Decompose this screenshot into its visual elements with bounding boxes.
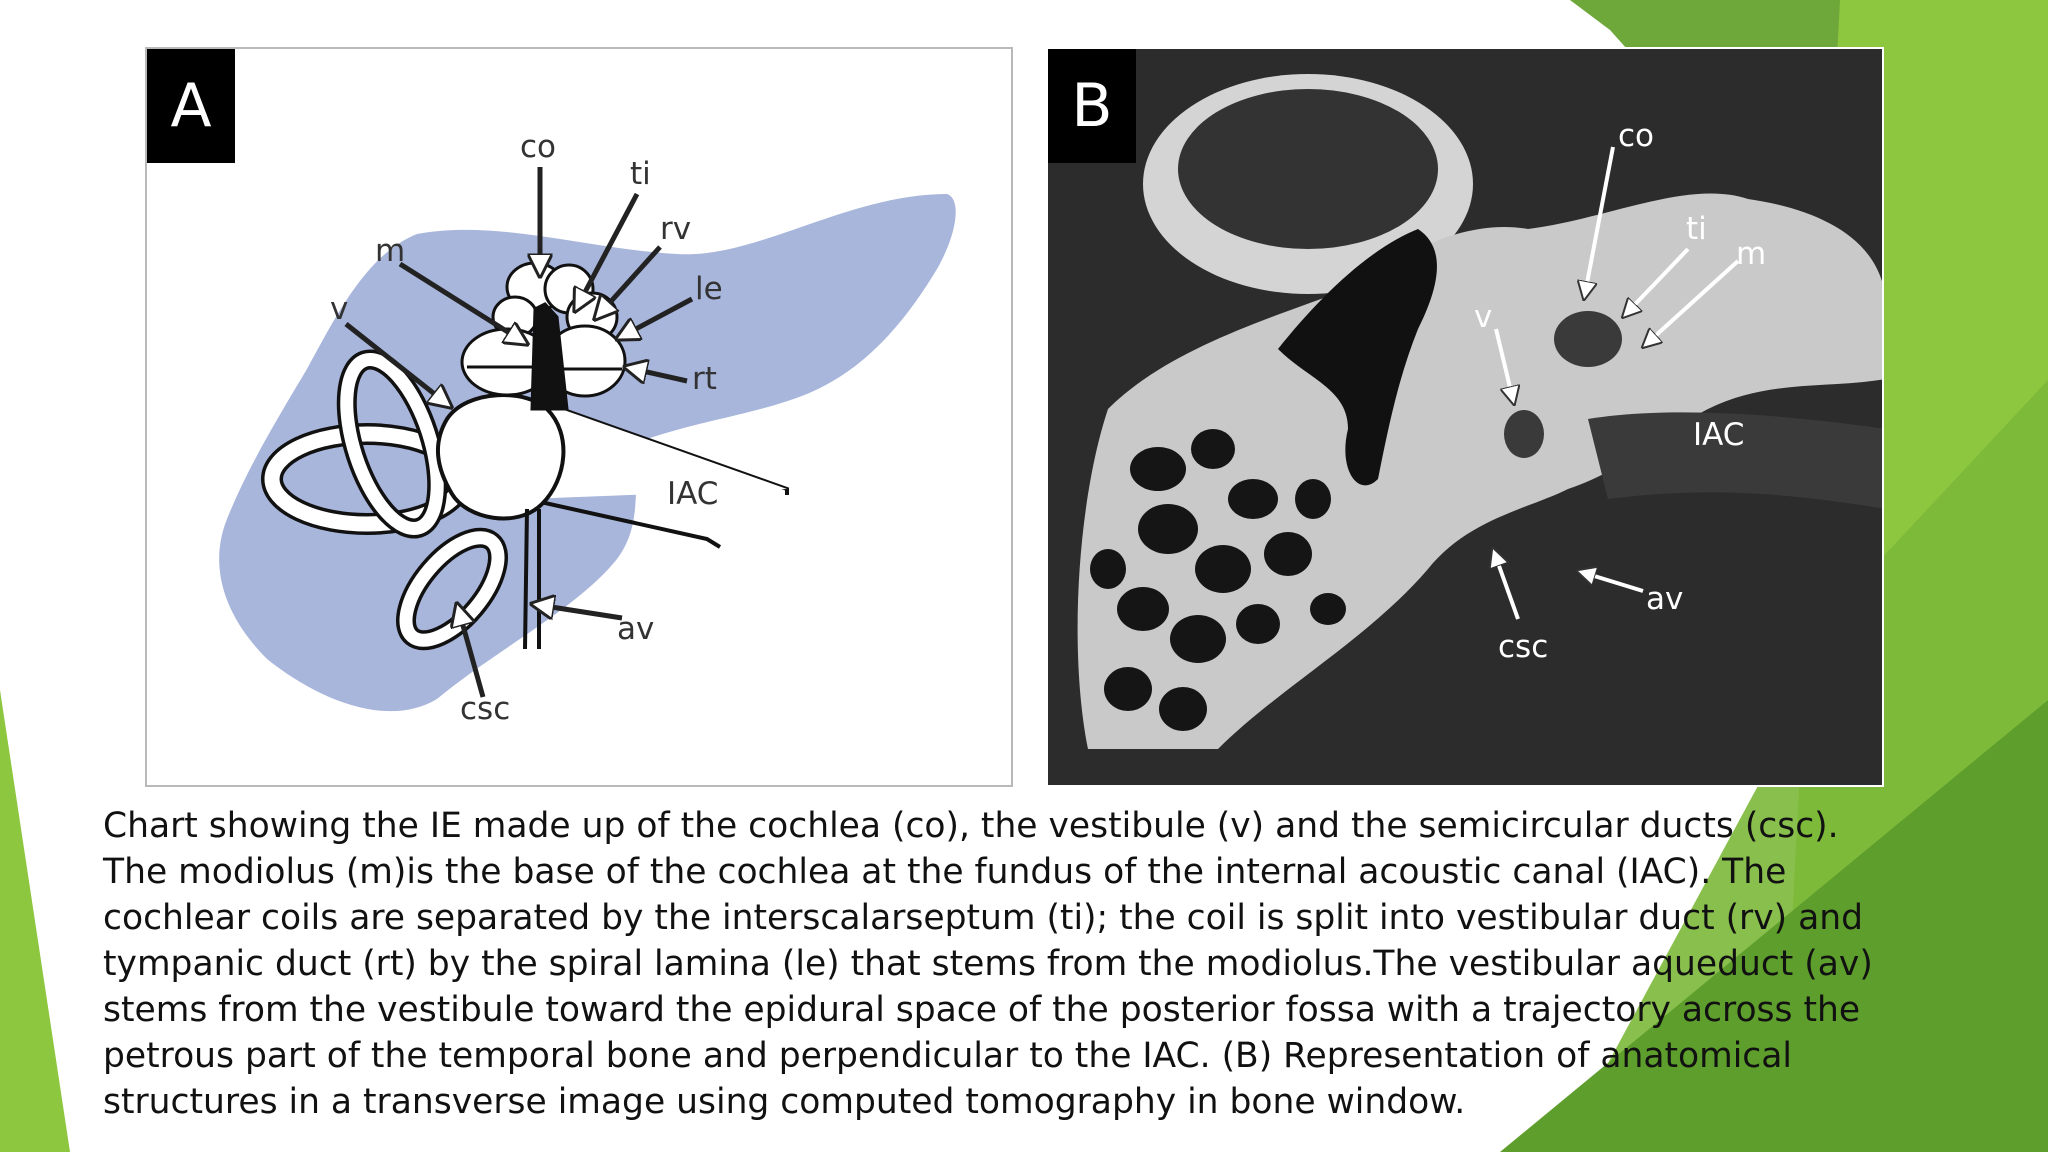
label-a-v: v	[330, 291, 348, 327]
ct-middle-ear	[1278, 229, 1437, 486]
label-b-m: m	[1736, 236, 1766, 272]
label-a-csc: csc	[460, 691, 510, 727]
diagram-panel-a: co ti rv m le v rt IAC av csc A	[145, 47, 1013, 787]
figure-caption: Chart showing the IE made up of the coch…	[103, 806, 1873, 1122]
panel-a-tag: A	[147, 49, 235, 163]
label-a-rv: rv	[660, 211, 691, 247]
iac-lower-line	[526, 497, 722, 549]
vestibular-aqueduct	[523, 508, 541, 650]
green-shape-left	[0, 690, 70, 1152]
inner-ear-diagram: co ti rv m le v rt IAC av csc	[219, 129, 956, 727]
label-a-av: av	[617, 611, 654, 647]
label-b-csc: csc	[1498, 629, 1548, 665]
vestibule	[435, 393, 566, 521]
label-b-iac: IAC	[1693, 417, 1744, 453]
label-a-rt: rt	[692, 361, 717, 397]
label-b-av: av	[1646, 581, 1683, 617]
label-b-v: v	[1474, 299, 1492, 335]
ct-petrous-bone	[1077, 193, 1882, 749]
label-a-iac: IAC	[667, 476, 718, 512]
label-b-co: co	[1618, 118, 1654, 154]
green-shape-lower	[1500, 700, 2048, 1152]
panel-b-tag: B	[1048, 49, 1136, 163]
modiolus	[530, 302, 569, 411]
label-a-m: m	[375, 233, 405, 269]
ct-mastoid-cells	[1090, 429, 1346, 731]
ct-iac	[1588, 412, 1882, 509]
ct-cochlea	[1554, 311, 1622, 367]
label-a-co: co	[520, 129, 556, 165]
label-b-ti: ti	[1686, 211, 1707, 247]
ct-image-panel-b: co ti m v IAC av csc B	[1046, 47, 1884, 787]
ct-scan-image: co ti m v IAC av csc	[1048, 49, 1882, 785]
label-a-ti: ti	[630, 156, 651, 192]
label-a-le: le	[695, 271, 723, 307]
